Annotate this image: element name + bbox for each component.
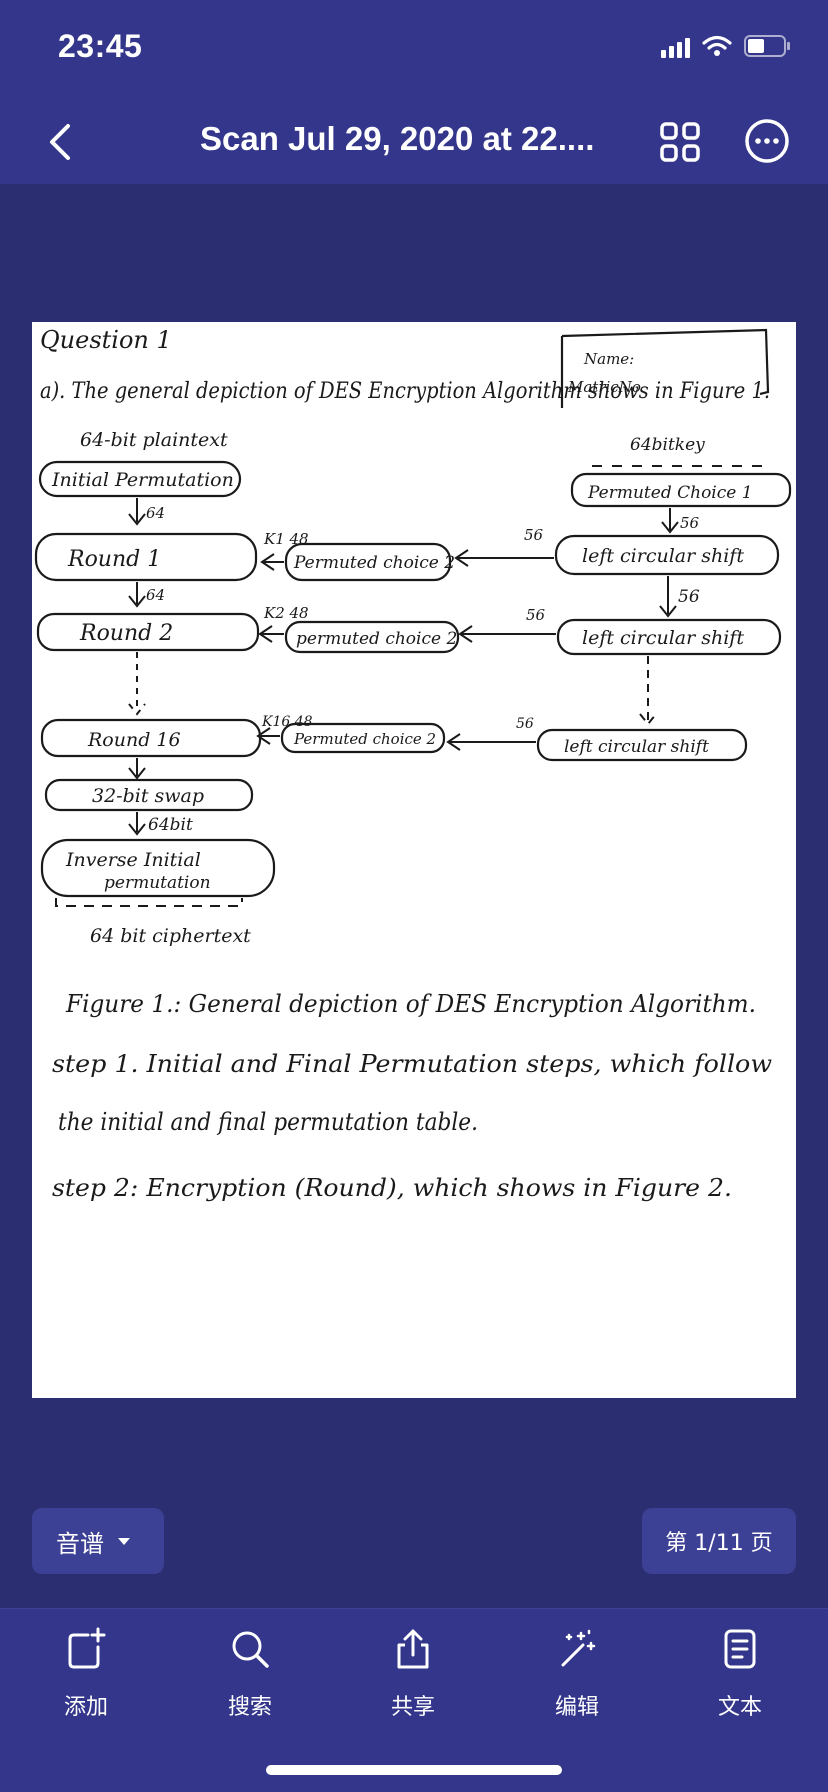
intro-text: a). The general depiction of DES Encrypt… <box>40 379 770 404</box>
ciphertext-label: 64 bit ciphertext <box>90 925 251 947</box>
grid-view-button[interactable] <box>658 120 702 164</box>
round-1-label: Round 1 <box>67 547 161 572</box>
inverse-label-1: Inverse Initial <box>65 849 201 871</box>
search-icon <box>232 1631 269 1668</box>
shift-label-16: left circular shift <box>564 737 709 757</box>
wifi-icon <box>702 35 732 57</box>
mode-label: 音谱 <box>56 1529 104 1558</box>
toolbar-edit-button[interactable]: 编辑 <box>517 1627 637 1721</box>
toolbar-search-button[interactable]: 搜索 <box>190 1627 310 1721</box>
k2-label: K2 48 <box>263 604 309 622</box>
shift-box-16 <box>536 728 748 762</box>
add-page-icon <box>68 1627 106 1669</box>
round-1-box <box>34 532 258 582</box>
step2-text: step 2: Encryption (Round), which shows … <box>52 1174 732 1202</box>
bits-56-e: 56 <box>516 716 534 732</box>
toolbar-text-label: 文本 <box>717 1695 762 1720</box>
k16-label: K16 48 <box>261 714 313 730</box>
shift-box-2 <box>556 618 782 656</box>
name-label: Name: <box>583 350 634 368</box>
toolbar-add-button[interactable]: 添加 <box>26 1627 146 1721</box>
page-indicator: 第 1/11 页 <box>642 1508 796 1574</box>
toolbar-edit-label: 编辑 <box>554 1695 599 1720</box>
step1-line2: the initial and final permutation table. <box>58 1108 478 1136</box>
bottom-toolbar: 添加 搜索 共享 编辑 文本 <box>0 1608 828 1792</box>
name-box <box>561 328 770 396</box>
bits-64-b: 64 <box>146 586 165 604</box>
bits-56-c: 56 <box>678 587 700 607</box>
shift-box-1 <box>554 534 780 576</box>
grid-icon <box>660 122 700 162</box>
shift-label-2: left circular shift <box>582 627 744 649</box>
pc1-box <box>570 472 792 508</box>
bits-64-c: 64bit <box>148 815 193 835</box>
bits-56-d: 56 <box>526 606 546 624</box>
bits-56-a: 56 <box>680 514 700 532</box>
toolbar-share-label: 共享 <box>390 1695 435 1720</box>
content-area: Question 1 Name: MatricNo a). The genera… <box>0 184 828 1608</box>
toolbar-share-button[interactable]: 共享 <box>353 1627 473 1721</box>
share-icon <box>397 1629 429 1669</box>
mode-dropdown[interactable]: 音谱 <box>32 1508 164 1574</box>
figure-caption: Figure 1.: General depiction of DES Encr… <box>65 990 756 1018</box>
battery-icon <box>744 35 792 57</box>
status-bar: 23:45 <box>0 0 828 100</box>
initial-permutation-box <box>38 460 242 498</box>
home-indicator[interactable] <box>266 1765 562 1775</box>
pc1-label: Permuted Choice 1 <box>587 483 753 503</box>
handwritten-notes: Question 1 Name: MatricNo a). The genera… <box>34 326 792 1202</box>
bits-64-a: 64 <box>146 504 165 522</box>
more-icon <box>745 119 789 163</box>
more-options-button[interactable] <box>742 116 792 166</box>
inverse-permutation-box <box>40 838 276 898</box>
pc2-box-1 <box>284 542 452 582</box>
chevron-left-icon <box>50 124 70 160</box>
status-time: 23:45 <box>58 28 143 64</box>
back-button[interactable] <box>40 118 80 166</box>
shift-label-1: left circular shift <box>582 545 744 567</box>
key-label: 64bitkey <box>630 435 705 455</box>
bits-56-b: 56 <box>524 526 544 544</box>
nav-bar: Scan Jul 29, 2020 at 22.... <box>0 100 828 184</box>
toolbar-search-label: 搜索 <box>227 1695 272 1720</box>
k1-label: K1 48 <box>263 530 309 548</box>
round-2-label: Round 2 <box>79 621 173 646</box>
matric-label: MatricNo <box>567 378 641 396</box>
pc2-box-2 <box>284 620 460 654</box>
scanned-page[interactable]: Question 1 Name: MatricNo a). The genera… <box>32 322 796 1398</box>
round-2-box <box>36 612 260 652</box>
step1-line1: step 1. Initial and Final Permutation st… <box>52 1050 772 1078</box>
text-document-icon <box>724 1629 756 1669</box>
swap-box <box>44 778 254 812</box>
round-16-label: Round 16 <box>87 729 181 751</box>
swap-label: 32-bit swap <box>92 785 204 807</box>
pc2-label-2: permuted choice 2 <box>296 629 457 649</box>
chevron-down-icon <box>118 1537 130 1545</box>
pc2-label-1: Permuted choice 2 <box>293 553 455 573</box>
magic-wand-icon <box>561 1629 596 1667</box>
signal-icon <box>661 34 690 58</box>
page-title: Scan Jul 29, 2020 at 22.... <box>200 120 595 157</box>
pc2-box-16 <box>280 722 446 754</box>
toolbar-text-button[interactable]: 文本 <box>680 1627 800 1721</box>
plaintext-label: 64-bit plaintext <box>80 429 228 451</box>
initial-permutation-label: Initial Permutation <box>51 469 234 491</box>
status-icons <box>661 34 792 58</box>
toolbar-add-label: 添加 <box>63 1695 108 1720</box>
question-heading: Question 1 <box>40 326 172 354</box>
inverse-label-2: permutation <box>104 873 211 893</box>
pc2-label-16: Permuted choice 2 <box>293 730 436 748</box>
